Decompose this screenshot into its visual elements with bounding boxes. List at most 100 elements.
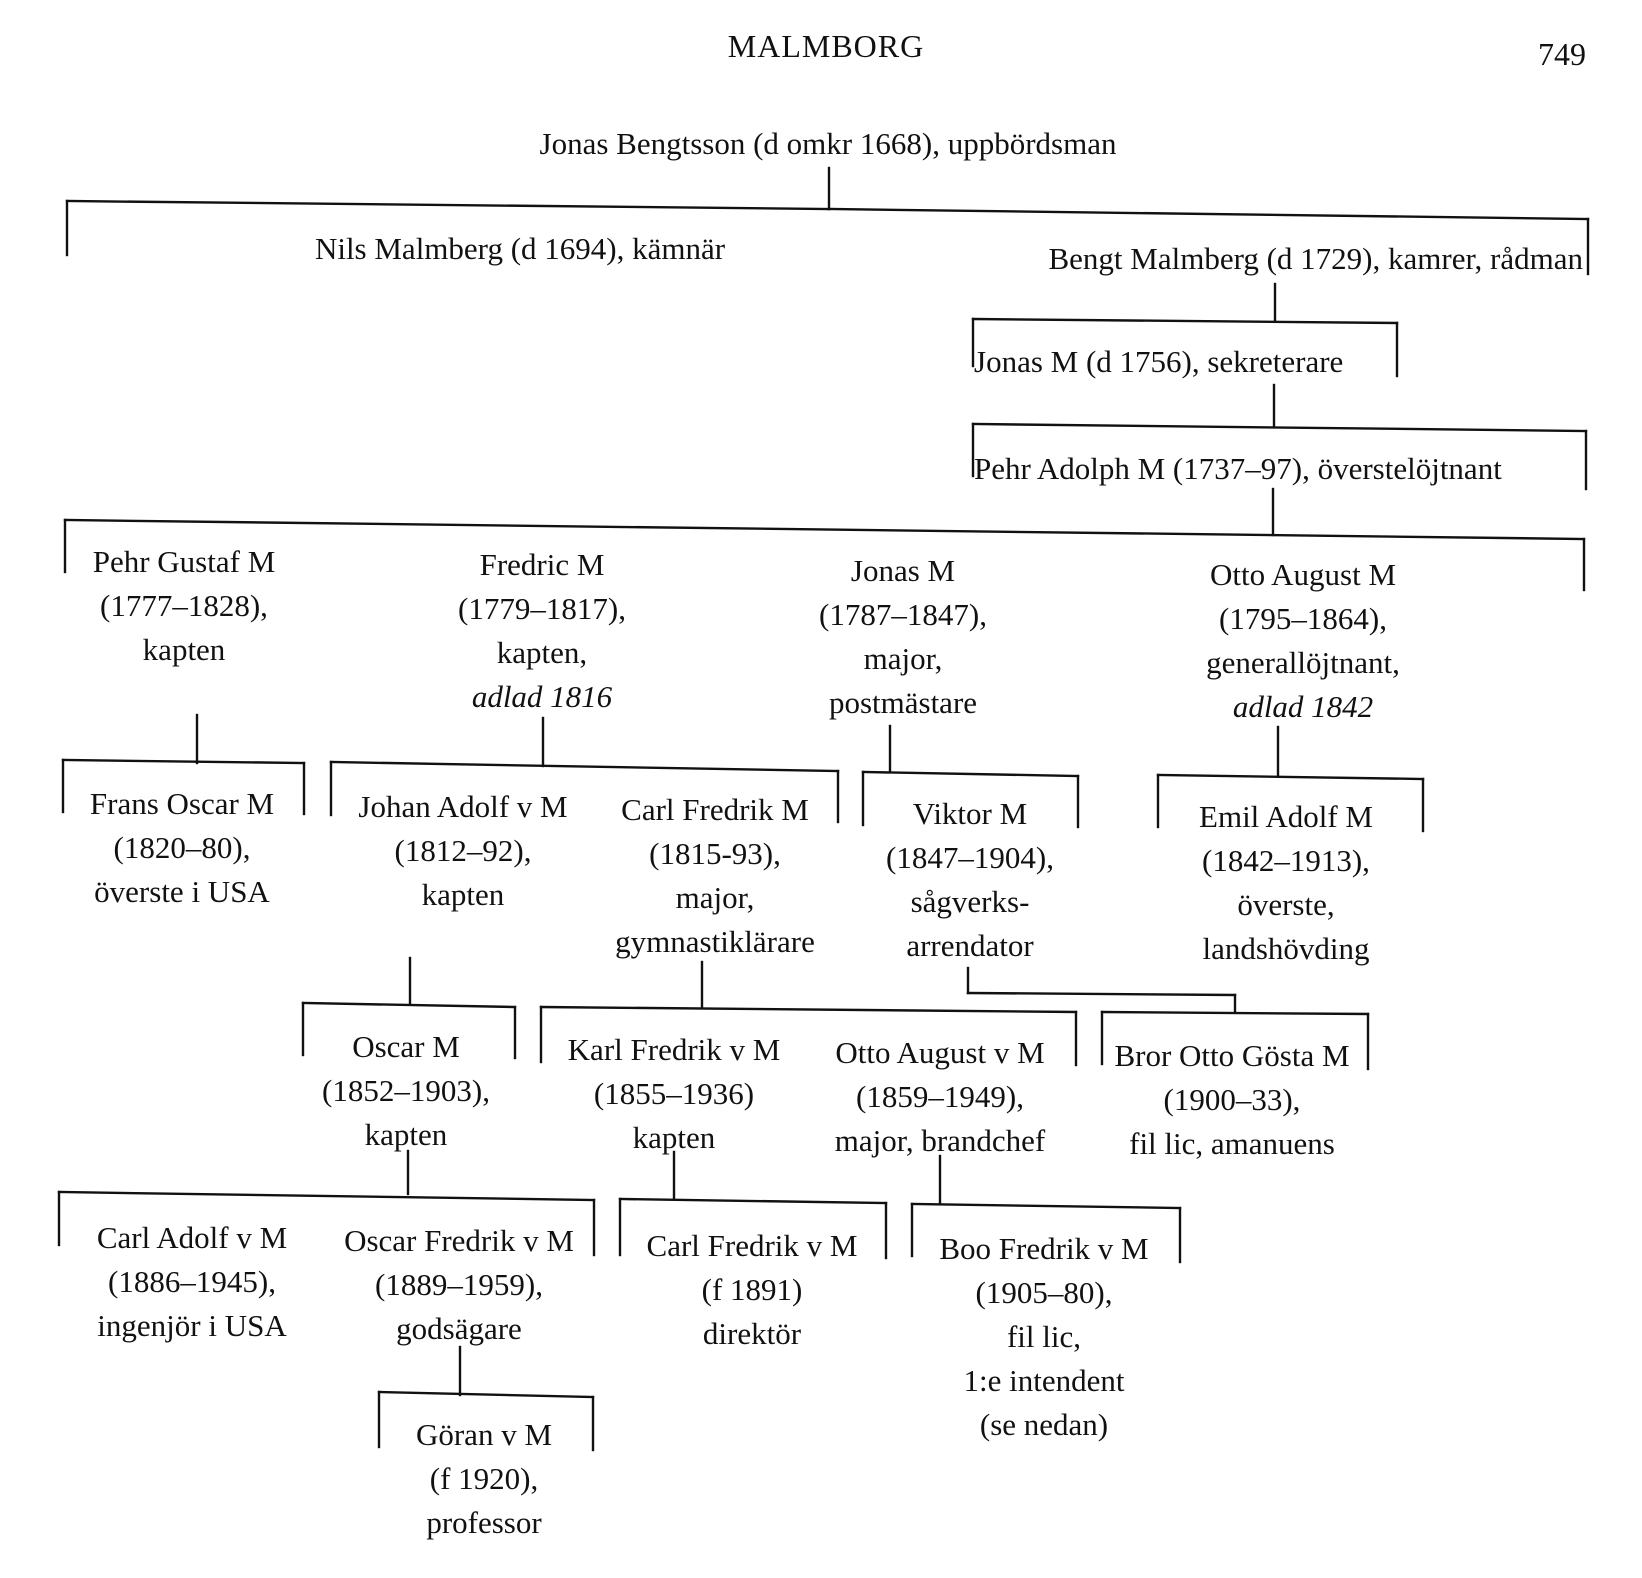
- connector-line: [1156, 773, 1425, 781]
- person-years: (1855–1936): [593, 1076, 755, 1111]
- person-title: kapten: [142, 632, 226, 667]
- person-name: Pehr Gustaf M: [92, 544, 276, 579]
- person-name: Oscar M: [352, 1029, 460, 1064]
- person-title: sågverks-: [910, 884, 1030, 919]
- person-years: (1815-93),: [649, 836, 781, 871]
- person-title: överste,: [1237, 887, 1335, 922]
- connector-line: [301, 1001, 517, 1009]
- connector-line: [861, 770, 1080, 778]
- person-otto-august-m: Otto August M (1795–1864), generallöjtna…: [1206, 553, 1400, 729]
- person-name: Otto August v M: [835, 1035, 1045, 1070]
- person-name: Carl Fredrik v M: [646, 1228, 858, 1263]
- person-years: (1777–1828),: [100, 588, 268, 623]
- person-johan-adolf-v-m: Johan Adolf v M (1812–92), kapten: [358, 785, 567, 917]
- connector-line: [910, 1202, 1182, 1210]
- person-pehr-gustaf-m: Pehr Gustaf M (1777–1828), kapten: [93, 540, 276, 672]
- person-carl-fredrik-m: Carl Fredrik M (1815-93), major, gymnast…: [615, 788, 815, 964]
- connector-line: [971, 422, 1588, 433]
- person-frans-oscar-m: Frans Oscar M (1820–80), överste i USA: [90, 782, 274, 914]
- connector-line: [618, 1197, 888, 1205]
- person-title: kapten: [364, 1117, 448, 1152]
- page-title: MALMBORG: [727, 28, 925, 64]
- person-title2: postmästare: [828, 685, 978, 720]
- person-years: (1859–1949),: [856, 1079, 1024, 1114]
- person-title2: 1:e intendent: [963, 1363, 1125, 1398]
- connector-line: [827, 207, 1590, 221]
- person-note: adlad 1842: [1232, 689, 1374, 724]
- person-name: Carl Adolf v M: [96, 1220, 288, 1255]
- person-title: professor: [426, 1505, 542, 1540]
- person-years: (1812–92),: [394, 833, 532, 868]
- person-note: adlad 1816: [471, 679, 613, 714]
- person-fredric-m: Fredric M (1779–1817), kapten, adlad 181…: [458, 543, 626, 719]
- connector-line: [65, 199, 831, 211]
- person-years: (1847–1904),: [886, 840, 1054, 875]
- person-name: Karl Fredrik v M: [567, 1032, 781, 1067]
- connector-line: [539, 1005, 1078, 1014]
- connector-line: [329, 760, 840, 773]
- person-years: (1842–1913),: [1202, 843, 1370, 878]
- person-name: Frans Oscar M: [89, 786, 275, 821]
- person-nils-malmberg: Nils Malmberg (d 1694), kämnär: [314, 231, 726, 266]
- person-years: (f 1891): [701, 1272, 803, 1307]
- person-title: kapten: [632, 1120, 716, 1155]
- person-title: överste i USA: [94, 874, 270, 909]
- person-years: (f 1920),: [429, 1461, 539, 1496]
- connector-line: [57, 1190, 596, 1202]
- person-title: kapten: [421, 877, 505, 912]
- person-years: (1820–80),: [113, 830, 251, 865]
- person-karl-fredrik-v-m: Karl Fredrik v M (1855–1936) kapten: [568, 1028, 781, 1160]
- person-jonas-bengtsson: Jonas Bengtsson (d omkr 1668), uppbördsm…: [539, 126, 1117, 161]
- person-years: (1900–33),: [1163, 1082, 1301, 1117]
- person-title: major, brandchef: [834, 1123, 1046, 1158]
- person-years: (1787–1847),: [819, 597, 987, 632]
- person-years: (1886–1945),: [108, 1264, 276, 1299]
- page-number: 749: [1538, 36, 1586, 72]
- person-bror-otto-gosta-m: Bror Otto Gösta M (1900–33), fil lic, am…: [1114, 1034, 1349, 1166]
- person-name: Emil Adolf M: [1199, 799, 1373, 834]
- person-title2: arrendator: [906, 928, 1034, 963]
- person-name: Göran v M: [415, 1417, 553, 1452]
- person-goran-v-m: Göran v M (f 1920), professor: [416, 1413, 552, 1545]
- connector-line: [61, 758, 306, 765]
- person-jonas-m-1756: Jonas M (d 1756), sekreterare: [974, 344, 1344, 379]
- person-name: Bror Otto Gösta M: [1114, 1038, 1350, 1073]
- person-emil-adolf-m: Emil Adolf M (1842–1913), överste, lands…: [1199, 795, 1373, 971]
- person-name: Jonas M: [850, 553, 956, 588]
- person-note: (se nedan): [979, 1407, 1109, 1442]
- person-title: generallöjtnant,: [1206, 645, 1400, 680]
- person-title: ingenjör i USA: [97, 1308, 287, 1343]
- person-title: major,: [863, 641, 943, 676]
- person-name: Viktor M: [912, 796, 1028, 831]
- person-name: Carl Fredrik M: [621, 792, 809, 827]
- person-name: Boo Fredrik v M: [939, 1231, 1149, 1266]
- person-title: fil lic, amanuens: [1129, 1126, 1335, 1161]
- person-title: kapten,: [496, 635, 588, 670]
- person-bengt-malmberg: Bengt Malmberg (d 1729), kamrer, rådman: [1048, 241, 1583, 276]
- person-oscar-fredrik-v-m: Oscar Fredrik v M (1889–1959), godsägare: [344, 1219, 574, 1351]
- person-otto-august-v-m: Otto August v M (1859–1949), major, bran…: [835, 1031, 1046, 1163]
- connector-line: [63, 518, 1586, 541]
- person-title2: landshövding: [1202, 931, 1370, 966]
- person-oscar-m: Oscar M (1852–1903), kapten: [322, 1025, 490, 1157]
- person-years: (1779–1817),: [458, 591, 626, 626]
- person-carl-adolf-v-m: Carl Adolf v M (1886–1945), ingenjör i U…: [97, 1216, 287, 1348]
- person-title: godsägare: [396, 1311, 522, 1346]
- person-boo-fredrik-v-m: Boo Fredrik v M (1905–80), fil lic, 1:e …: [939, 1227, 1148, 1447]
- person-title: fil lic,: [1006, 1319, 1082, 1354]
- person-jonas-m-1787: Jonas M (1787–1847), major, postmästare: [819, 549, 987, 725]
- connector-line: [1100, 1010, 1370, 1016]
- person-years: (1795–1864),: [1219, 601, 1387, 636]
- person-viktor-m: Viktor M (1847–1904), sågverks- arrendat…: [886, 792, 1054, 968]
- person-title: major,: [675, 880, 755, 915]
- connector-line: [971, 317, 1399, 325]
- person-years: (1905–80),: [975, 1275, 1113, 1310]
- person-carl-fredrik-v-m: Carl Fredrik v M (f 1891) direktör: [647, 1224, 858, 1356]
- person-title2: gymnastiklärare: [615, 924, 815, 959]
- person-title: direktör: [702, 1316, 802, 1351]
- person-name: Fredric M: [479, 547, 605, 582]
- person-name: Oscar Fredrik v M: [344, 1223, 574, 1258]
- person-pehr-adolph-m: Pehr Adolph M (1737–97), överstelöjtnant: [974, 451, 1502, 486]
- person-years: (1889–1959),: [375, 1267, 543, 1302]
